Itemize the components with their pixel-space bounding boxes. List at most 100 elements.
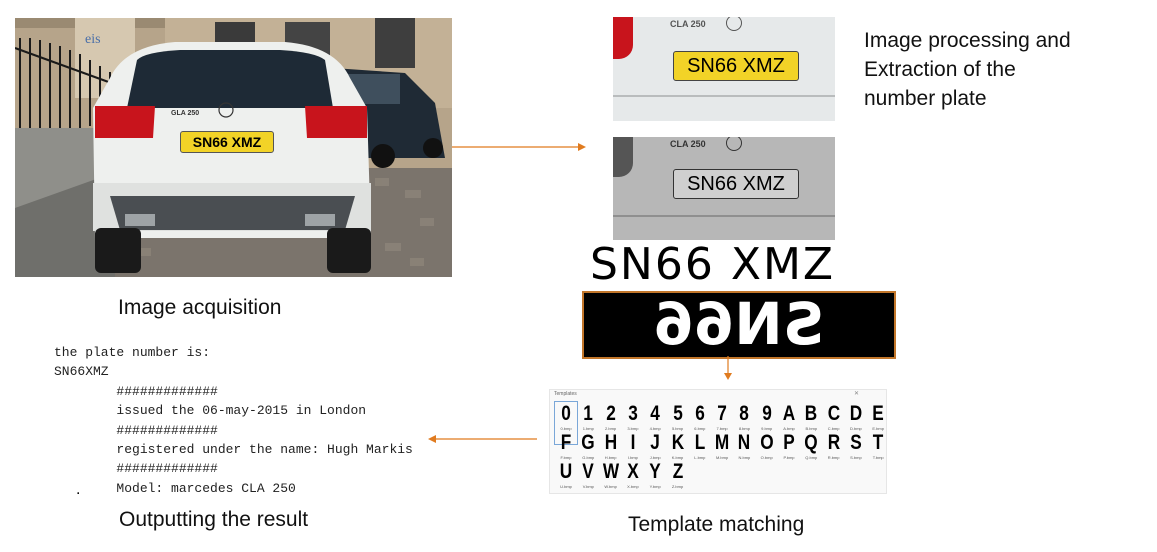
template-glyph: 8 <box>739 402 750 425</box>
template-filename: H.bmp <box>604 455 617 460</box>
template-filename: 1.bmp <box>582 426 594 431</box>
template-filename: X.bmp <box>627 484 639 489</box>
template-glyph: X <box>627 460 639 483</box>
recognized-plate-text: SN66 XMZ <box>590 239 836 290</box>
crop-gray-plate-text: SN66 XMZ <box>687 173 785 195</box>
template-glyph: J <box>650 431 660 454</box>
template-glyph: R <box>827 431 840 454</box>
output-line-3: ############# <box>54 383 218 399</box>
template-glyph: G <box>581 431 595 454</box>
template-filename: W.bmp <box>604 484 617 489</box>
processing-label-line-1: Image processing and <box>864 29 1071 52</box>
template-glyph: E <box>872 402 884 425</box>
matching-label: Template matching <box>628 513 805 536</box>
acquisition-label: Image acquisition <box>118 296 282 319</box>
template-filename: G.bmp <box>582 455 595 460</box>
template-filename: S.bmp <box>850 455 862 460</box>
crop-color-plate-text: SN66 XMZ <box>687 55 785 77</box>
output-line-5: ############# <box>54 422 218 438</box>
arrow-to-processing <box>452 143 586 151</box>
template-glyph: 6 <box>695 402 705 425</box>
template-filename: 0.bmp <box>560 426 572 431</box>
output-line-4: issued the 06-may-2015 in London <box>54 403 367 419</box>
template-glyph: B <box>805 402 818 425</box>
template-glyph: K <box>671 431 684 454</box>
arrow-to-templates <box>724 356 732 380</box>
output-line-1: the plate number is: <box>54 345 211 360</box>
template-filename: 7.bmp <box>716 426 728 431</box>
template-filename: Y.bmp <box>649 484 661 489</box>
template-glyph: 1 <box>583 402 594 425</box>
template-glyph: 0 <box>561 402 571 425</box>
template-filename: 8.bmp <box>738 426 750 431</box>
template-glyph: 3 <box>628 402 638 425</box>
template-filename: R.bmp <box>827 455 840 460</box>
crop-color-plate: SN66 XMZ <box>673 51 799 81</box>
output-line-8: Model: marcedes CLA 250 <box>54 480 296 496</box>
car-photo-svg: eis <box>14 18 452 277</box>
template-glyph: Y <box>649 460 661 483</box>
template-glyph: T <box>872 431 884 454</box>
template-glyph: 7 <box>717 402 727 425</box>
gray-badge-text: CLA 250 <box>670 139 706 149</box>
mercedes-logo-icon <box>726 17 742 31</box>
car-photo: eis <box>14 18 452 277</box>
template-glyph: D <box>849 402 863 425</box>
template-filename: A.bmp <box>783 426 795 431</box>
template-filename: I.bmp <box>627 455 638 460</box>
template-filename: B.bmp <box>805 426 818 431</box>
template-glyph: A <box>782 402 796 425</box>
template-filename: C.bmp <box>827 426 840 431</box>
template-glyph: 2 <box>605 402 616 425</box>
template-filename: M.bmp <box>715 455 729 460</box>
output-label: Outputting the result <box>119 508 309 531</box>
svg-text:eis: eis <box>85 32 101 47</box>
templates-window-control-icon: ✕ <box>854 391 860 397</box>
car-plate-text: SN66 XMZ <box>192 134 262 150</box>
template-filename: 3.bmp <box>627 426 639 431</box>
template-filename: L.bmp <box>694 455 706 460</box>
template-glyph: W <box>602 460 619 483</box>
template-filename: F.bmp <box>560 455 572 460</box>
template-glyph: Q <box>804 431 818 454</box>
